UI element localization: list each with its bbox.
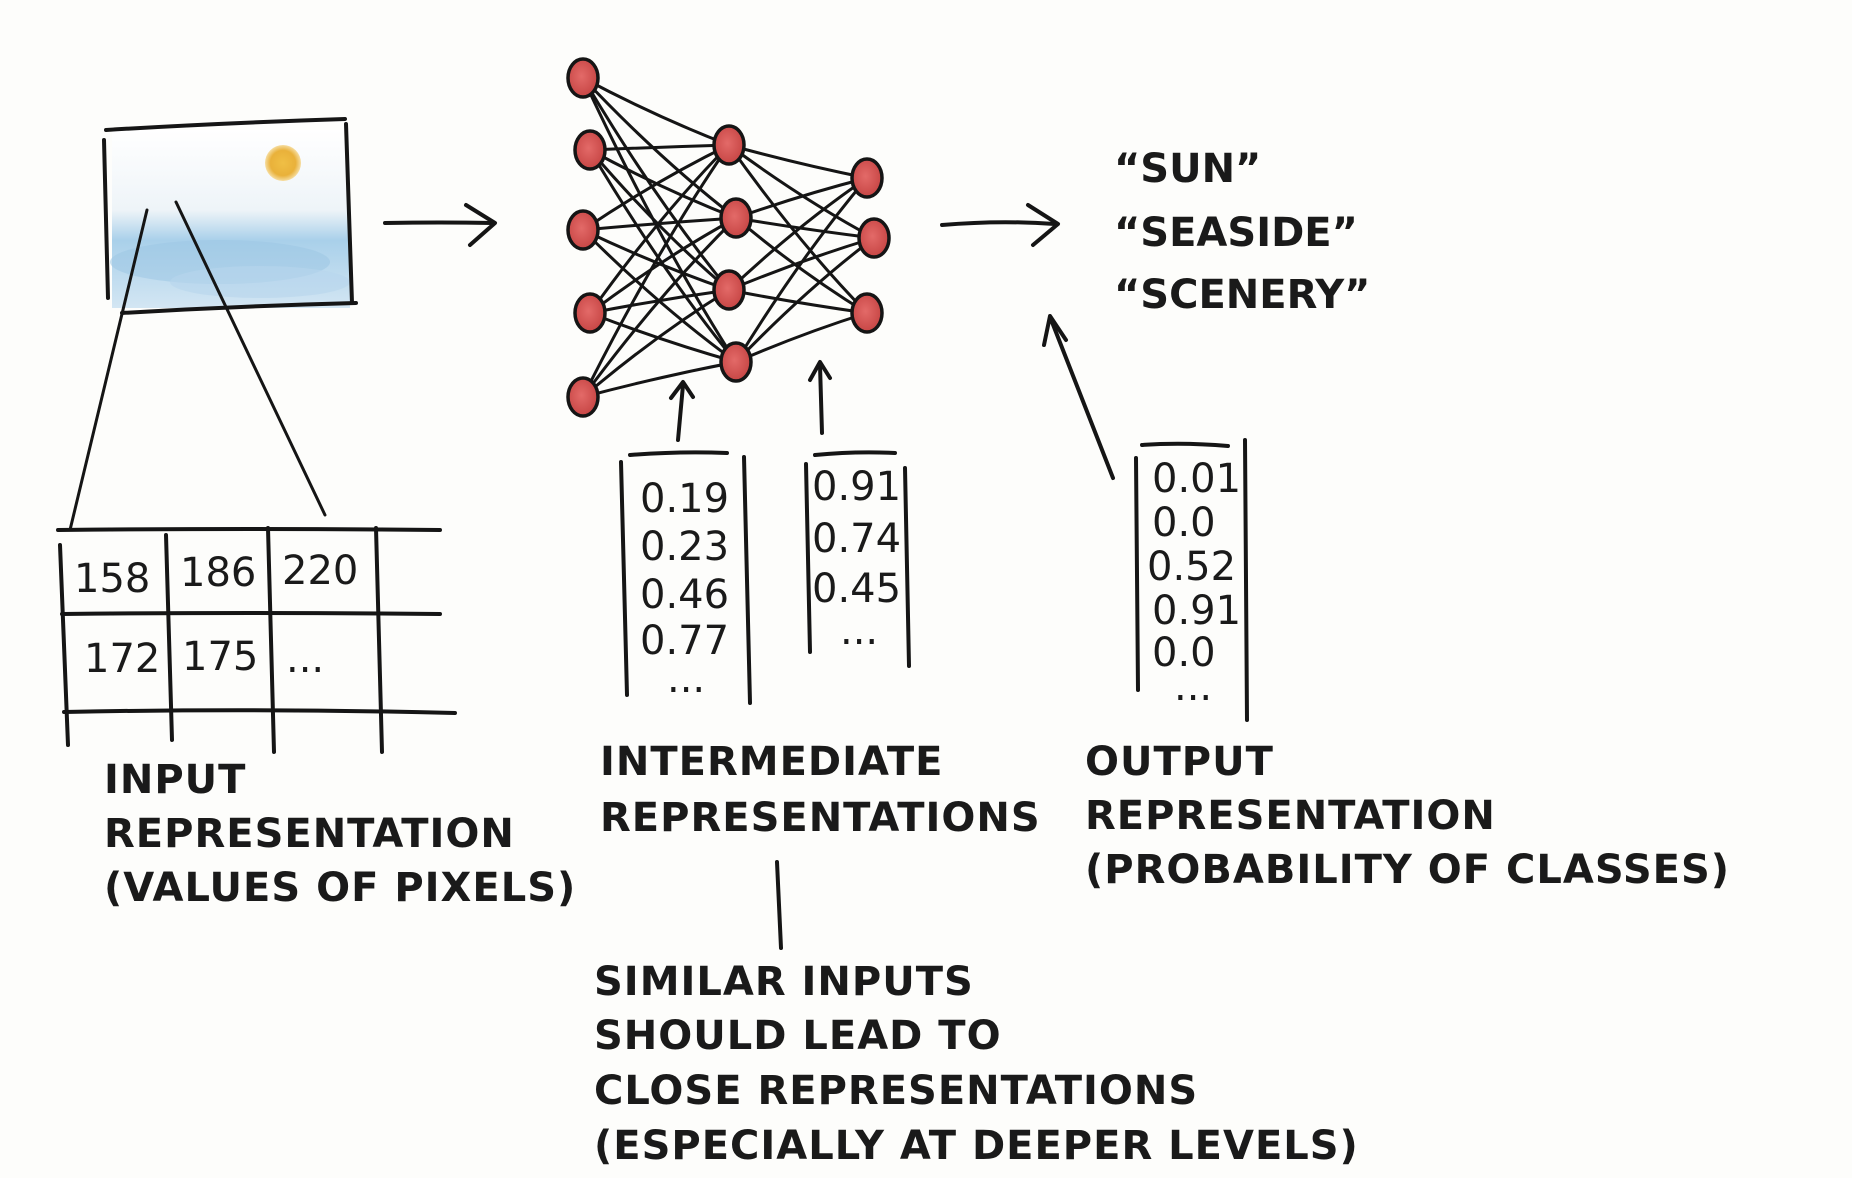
vector-value: 0.91 (1152, 588, 1241, 634)
network-node (573, 129, 607, 171)
network-edge (581, 76, 738, 220)
pixel-cell: 158 (74, 556, 150, 602)
network-edge (581, 143, 731, 232)
vector-value: 0.52 (1147, 544, 1236, 590)
network-node (712, 269, 746, 311)
input-label: INPUT REPRESENTATION (VALUES OF PIXELS) (104, 757, 576, 911)
network-edge (588, 143, 731, 152)
note-connector-line (775, 860, 783, 950)
network-edge (581, 360, 738, 399)
class-label: “SEASIDE” (1114, 210, 1358, 256)
input-image (102, 117, 358, 315)
output-label-line: REPRESENTATION (1085, 793, 1496, 839)
vector-value: 0.01 (1152, 456, 1241, 502)
input-label-line: INPUT (104, 757, 246, 803)
arrow-network-to-classes (940, 203, 1060, 247)
network-edge (734, 311, 869, 364)
arrow-input-to-network (383, 203, 497, 247)
intermediate-vector-2: 0.91 0.74 0.45 ... (804, 450, 911, 668)
class-label: “SCENERY” (1114, 272, 1370, 318)
network-node (566, 209, 600, 251)
vector-value: 0.0 (1152, 500, 1216, 546)
arrow-vector1-to-layer (669, 380, 695, 442)
network-node (850, 292, 884, 334)
image-to-table-line (174, 200, 327, 517)
network-edge (727, 143, 869, 315)
intermediate-label: INTERMEDIATE REPRESENTATIONS (600, 739, 1041, 841)
network-edge (581, 216, 738, 399)
sun-icon (265, 145, 301, 181)
pixel-cell: 220 (282, 548, 358, 594)
note-line: SHOULD LEAD TO (594, 1013, 1002, 1059)
pixel-table: 158 186 220 172 175 ... (56, 526, 457, 754)
neural-network (566, 57, 891, 418)
input-label-line: REPRESENTATION (104, 811, 515, 857)
vector-value: 0.45 (812, 566, 901, 612)
network-node (573, 292, 607, 334)
output-label-line: OUTPUT (1085, 739, 1274, 785)
network-edge (581, 288, 731, 399)
class-labels: “SUN” “SEASIDE” “SCENERY” (1114, 146, 1370, 318)
intermediate-label-line: REPRESENTATIONS (600, 795, 1041, 841)
network-node (719, 341, 753, 383)
vector-value: ... (840, 608, 878, 654)
network-edge (581, 76, 731, 292)
note-line: CLOSE REPRESENTATIONS (594, 1068, 1198, 1114)
network-edge (581, 76, 738, 364)
network-edge (588, 143, 731, 315)
intermediate-label-line: INTERMEDIATE (600, 739, 943, 785)
network-edge (734, 216, 869, 315)
vector-value: ... (667, 656, 705, 702)
input-label-line: (VALUES OF PIXELS) (104, 865, 576, 911)
network-edge (734, 176, 869, 364)
arrow-vector2-to-layer (808, 360, 832, 435)
network-node (566, 57, 600, 99)
vector-value: 0.77 (640, 618, 729, 664)
vector-value: 0.46 (640, 572, 729, 618)
network-node (857, 217, 891, 259)
image-to-table-line (68, 208, 149, 532)
pixel-cell: 175 (182, 634, 258, 680)
network-edge (588, 216, 738, 315)
network-edge (581, 76, 731, 147)
intermediate-vector-1: 0.19 0.23 0.46 0.77 ... (619, 450, 752, 705)
note-line: (ESPECIALLY AT DEEPER LEVELS) (594, 1123, 1359, 1169)
network-edge (581, 143, 731, 399)
output-label-line: (PROBABILITY OF CLASSES) (1085, 847, 1730, 893)
pixel-cell: ... (286, 636, 324, 682)
network-node (719, 197, 753, 239)
network-edge (588, 148, 738, 220)
output-vector: 0.01 0.0 0.52 0.91 0.0 ... (1134, 438, 1249, 722)
network-edge (588, 148, 738, 364)
note-text: SIMILAR INPUTS SHOULD LEAD TO CLOSE REPR… (594, 959, 1359, 1169)
vector-value: 0.91 (812, 464, 901, 510)
network-node (566, 376, 600, 418)
vector-value: 0.0 (1152, 630, 1216, 676)
note-line: SIMILAR INPUTS (594, 959, 974, 1005)
image-water-band (170, 266, 350, 298)
vector-value: 0.19 (640, 476, 729, 522)
network-node (850, 157, 884, 199)
network-nodes (566, 57, 891, 418)
vector-value: 0.23 (640, 524, 729, 570)
network-node (712, 124, 746, 166)
network-edge (588, 148, 731, 292)
network-edge (727, 176, 869, 292)
vector-value: ... (1174, 664, 1212, 710)
arrow-output-to-classes (1042, 314, 1115, 480)
vector-value: 0.74 (812, 516, 901, 562)
network-edge (588, 311, 738, 364)
network-edge (734, 236, 876, 364)
pixel-cell: 186 (180, 550, 256, 596)
class-label: “SUN” (1114, 146, 1261, 192)
output-label: OUTPUT REPRESENTATION (PROBABILITY OF CL… (1085, 739, 1730, 893)
pixel-cell: 172 (84, 636, 160, 682)
